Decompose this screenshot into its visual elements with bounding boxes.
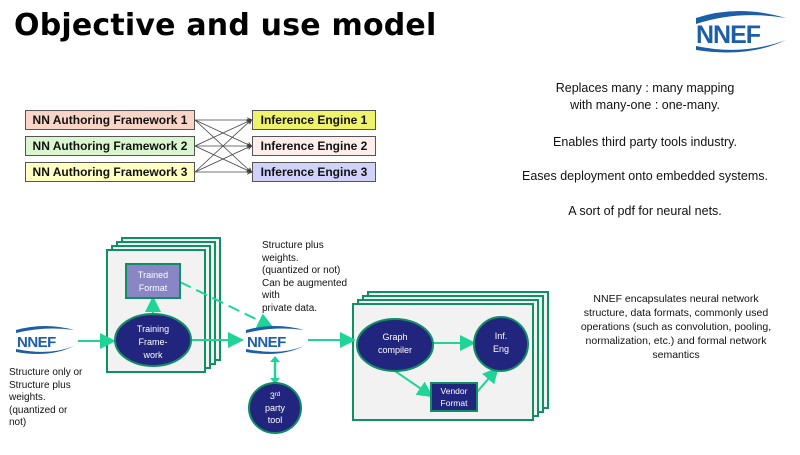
vendor-format-node (430, 382, 478, 412)
svg-text:Eng: Eng (493, 344, 509, 354)
svg-text:work: work (142, 350, 163, 360)
svg-text:NNEF: NNEF (17, 334, 56, 351)
authoring-framework-1: NN Authoring Framework 1 (25, 110, 195, 130)
inference-engine-1: Inference Engine 1 (252, 110, 376, 130)
inference-engine-node (473, 316, 529, 372)
svg-text:Frame-: Frame- (139, 337, 168, 347)
benefit-tools: Enables third party tools industry. (553, 135, 737, 149)
graph-compiler-node (356, 318, 434, 372)
svg-text:tool: tool (268, 415, 283, 425)
third-party-ordinal: 3rd (270, 391, 280, 401)
svg-text:Format: Format (139, 283, 168, 293)
svg-text:Vendor: Vendor (441, 386, 468, 396)
page-title: Objective and use model (14, 8, 437, 43)
authoring-framework-3: NN Authoring Framework 3 (25, 162, 195, 182)
svg-text:NNEF: NNEF (247, 334, 286, 351)
svg-text:Training: Training (137, 324, 169, 334)
svg-text:NNEF: NNEF (696, 21, 761, 49)
nnef-logo-input: NNEF (16, 326, 74, 354)
trained-format-node (125, 263, 181, 299)
inference-engine-3: Inference Engine 3 (252, 162, 376, 182)
svg-text:Format: Format (441, 398, 469, 408)
svg-text:Inf.: Inf. (495, 331, 508, 341)
authoring-framework-2: NN Authoring Framework 2 (25, 136, 195, 156)
svg-text:party: party (265, 403, 286, 413)
inference-engine-2: Inference Engine 2 (252, 136, 376, 156)
svg-text:compiler: compiler (378, 345, 412, 355)
svg-text:Trained: Trained (138, 270, 168, 280)
third-party-tool-node (248, 382, 302, 434)
nnef-logo-exchange: NNEF (246, 326, 304, 354)
many-to-many-arrows (195, 105, 253, 190)
svg-text:Graph: Graph (382, 332, 407, 342)
benefit-pdf: A sort of pdf for neural nets. (568, 204, 722, 218)
benefit-embedded: Eases deployment onto embedded systems. (522, 169, 768, 183)
training-framework-node (114, 313, 192, 367)
nnef-logo: NNEF (696, 11, 786, 53)
